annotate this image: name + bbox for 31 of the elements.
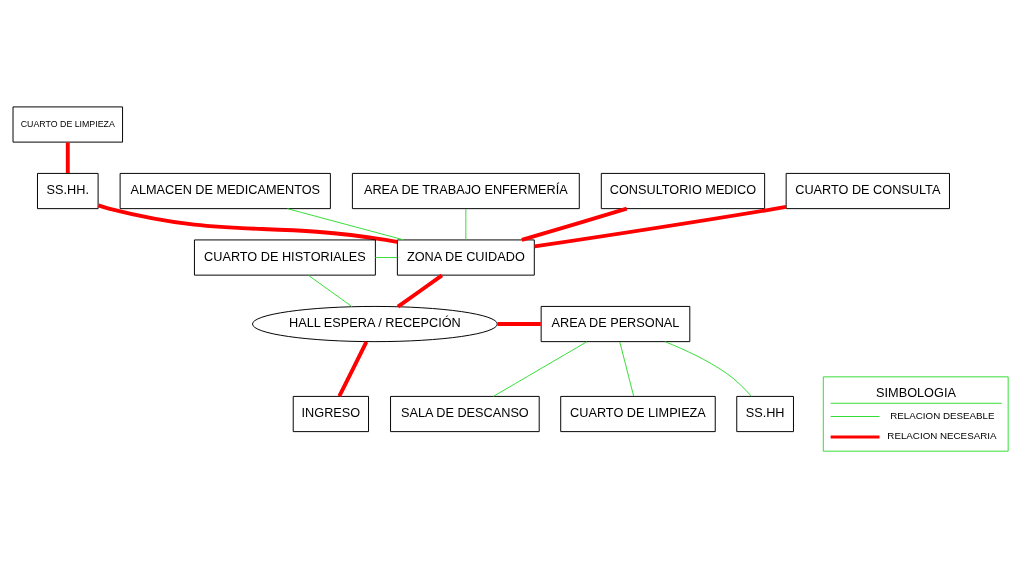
node-box: SALA DE DESCANSO (390, 395, 540, 433)
legend-label: RELACION DESEABLE (890, 409, 995, 421)
node-box: SS.HH (736, 395, 794, 433)
connector (396, 273, 444, 309)
connector (337, 341, 369, 397)
node-box: INGRESO (292, 395, 369, 433)
connector (492, 341, 588, 397)
node-box: CUARTO DE CONSULTA (785, 172, 950, 210)
connector (521, 206, 628, 242)
connector (308, 274, 353, 308)
node-box: ZONA DE CUIDADO (396, 239, 535, 276)
connector (374, 257, 398, 258)
connector (65, 142, 70, 173)
node-box: SS.HH. (37, 172, 99, 210)
node-box: CONSULTORIO MEDICO (600, 172, 766, 210)
node-box: CUARTO DE LIMPIEZA (560, 395, 716, 433)
connector (664, 341, 752, 397)
legend-label: RELACION NECESARIA (887, 430, 997, 442)
node-box: CUARTO DE LIMPIEZA (12, 106, 124, 143)
connector (97, 203, 398, 244)
connector (619, 341, 635, 397)
node-box: ALMACEN DE MEDICAMENTOS (119, 172, 331, 210)
node-ellipse: HALL ESPERA / RECEPCIÓN (252, 305, 498, 343)
label: SIMBOLOGIA (876, 384, 956, 400)
connector (465, 208, 467, 240)
connector (287, 208, 405, 241)
connector (534, 204, 787, 249)
connector (497, 322, 541, 326)
node-box: AREA DE TRABAJO ENFERMERÍA (351, 172, 580, 210)
node-box: AREA DE PERSONAL (540, 305, 691, 343)
node-box: CUARTO DE HISTORIALES (193, 239, 376, 276)
